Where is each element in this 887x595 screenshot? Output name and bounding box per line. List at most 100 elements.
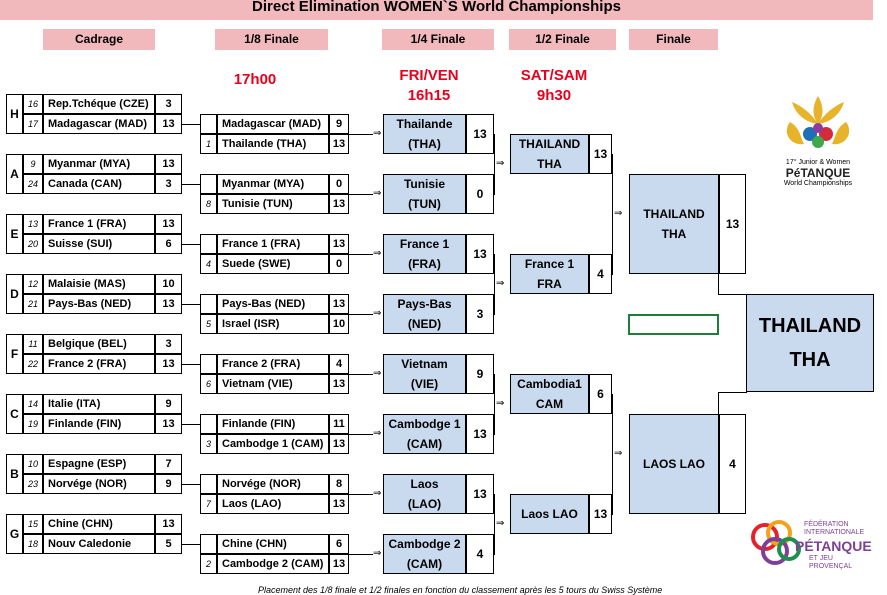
connector-line	[182, 364, 201, 365]
team-name: Espagne (ESP)	[43, 454, 155, 474]
score-cell: 13	[155, 514, 182, 534]
page-title: Direct Elimination WOMEN`S World Champio…	[0, 0, 873, 20]
seed-number: 15	[23, 514, 43, 534]
champion-name: THAILAND	[758, 315, 862, 337]
team-name: Laos (LAO)	[217, 494, 329, 514]
score-cell: 3	[155, 334, 182, 354]
seed-number: 9	[23, 154, 43, 174]
connector-line	[718, 294, 747, 295]
score-cell: 3	[155, 174, 182, 194]
connector-line	[349, 134, 373, 135]
advance-arrow-icon: ⇒	[496, 278, 505, 289]
team-name: Myanmar (MYA)	[217, 174, 329, 194]
team-name: Tunisie (TUN)	[217, 194, 329, 214]
logo-event: World Championships	[783, 180, 853, 187]
team-line-2: THA	[537, 157, 562, 171]
team-name: Nouv Caledonie	[43, 534, 155, 554]
score-cell: 9	[155, 474, 182, 494]
score-box: 0	[466, 174, 494, 214]
score-box: 4	[466, 534, 494, 574]
connector-line	[718, 274, 719, 295]
team-name: Italie (ITA)	[43, 394, 155, 414]
score-box: 13	[719, 174, 746, 274]
selected-cell[interactable]	[628, 314, 719, 335]
score-cell: 13	[329, 134, 349, 154]
team-line-1: Tunisie	[403, 177, 446, 191]
connector-line	[494, 374, 495, 435]
score-cell: 11	[329, 414, 349, 434]
advance-arrow-icon: ⇒	[496, 158, 505, 169]
score-cell: 10	[155, 274, 182, 294]
seed-number: 14	[23, 394, 43, 414]
connector-line	[182, 424, 201, 425]
team-name: Canada (CAN)	[43, 174, 155, 194]
team-name: France 2 (FRA)	[43, 354, 155, 374]
team-line-1: THAILAND	[643, 207, 705, 221]
seed-number: 2	[200, 554, 217, 574]
seed-number	[200, 294, 217, 314]
seed-number: 20	[23, 234, 43, 254]
column-header-round-of-16: 1/8 Finale	[215, 29, 328, 50]
team-line-1: Laos	[410, 477, 439, 491]
score-cell: 5	[155, 534, 182, 554]
team-name: Chine (CHN)	[43, 514, 155, 534]
group-label: G	[6, 514, 23, 554]
score-box: 9	[466, 354, 494, 394]
team-line-2: (CAM)	[406, 437, 443, 451]
quarterfinal-team: Thailande(THA)	[383, 114, 466, 154]
seed-number: 11	[23, 334, 43, 354]
column-header-quarterfinal: 1/4 Finale	[382, 29, 494, 50]
score-cell: 13	[155, 214, 182, 234]
round-of-16-time: 17h00	[233, 71, 277, 88]
group-label: A	[6, 154, 23, 194]
quarterfinal-team: Cambodge 1 (CAM)	[383, 414, 466, 454]
seed-number	[200, 474, 217, 494]
score-box: 13	[589, 134, 612, 174]
score-cell: 13	[329, 294, 349, 314]
team-name: France 1 (FRA)	[217, 234, 329, 254]
advance-arrow-icon: ⇒	[614, 208, 623, 219]
seed-number	[200, 114, 217, 134]
column-header-cadrage: Cadrage	[43, 29, 155, 50]
team-name: Finlande (FIN)	[43, 414, 155, 434]
seed-number: 6	[200, 374, 217, 394]
seed-number: 4	[200, 254, 217, 274]
score-box: 13	[466, 474, 494, 514]
connector-line	[182, 124, 201, 125]
team-name: Norvége (NOR)	[43, 474, 155, 494]
team-name: Madagascar (MAD)	[217, 114, 329, 134]
team-name: Pays-Bas (NED)	[217, 294, 329, 314]
score-cell: 4	[329, 354, 349, 374]
score-cell: 9	[329, 114, 349, 134]
team-line-1: Cambodge 1	[388, 417, 461, 431]
connector-line	[612, 394, 613, 515]
score-cell: 13	[155, 354, 182, 374]
column-header-semifinal: 1/2 Finale	[509, 29, 616, 50]
connector-line	[349, 254, 373, 255]
team-line-2: (VIE)	[410, 377, 439, 391]
score-cell: 6	[155, 234, 182, 254]
score-box: 13	[589, 494, 612, 534]
connector-line	[718, 392, 719, 415]
quarterfinal-team: Cambodge 2(CAM)	[383, 534, 466, 574]
score-box: 3	[466, 294, 494, 334]
group-label: C	[6, 394, 23, 434]
score-cell: 3	[155, 94, 182, 114]
team-name: Vietnam (VIE)	[217, 374, 329, 394]
team-line-2: (THA)	[408, 137, 441, 151]
column-header-final: Finale	[629, 29, 718, 50]
advance-arrow-icon: ⇒	[373, 128, 382, 139]
score-cell: 6	[329, 534, 349, 554]
advance-arrow-icon: ⇒	[373, 428, 382, 439]
group-label: F	[6, 334, 23, 374]
footnote: Placement des 1/8 finale et 1/2 finales …	[258, 585, 663, 595]
score-cell: 13	[155, 154, 182, 174]
connector-line	[494, 254, 495, 315]
advance-arrow-icon: ⇒	[496, 398, 505, 409]
team-name: Thailande (THA)	[217, 134, 329, 154]
advance-arrow-icon: ⇒	[496, 518, 505, 529]
team-name: Cambodge 2 (CAM)	[217, 554, 329, 574]
logo-edition: 17° Junior & Women	[785, 159, 851, 166]
team-name: Suede (SWE)	[217, 254, 329, 274]
